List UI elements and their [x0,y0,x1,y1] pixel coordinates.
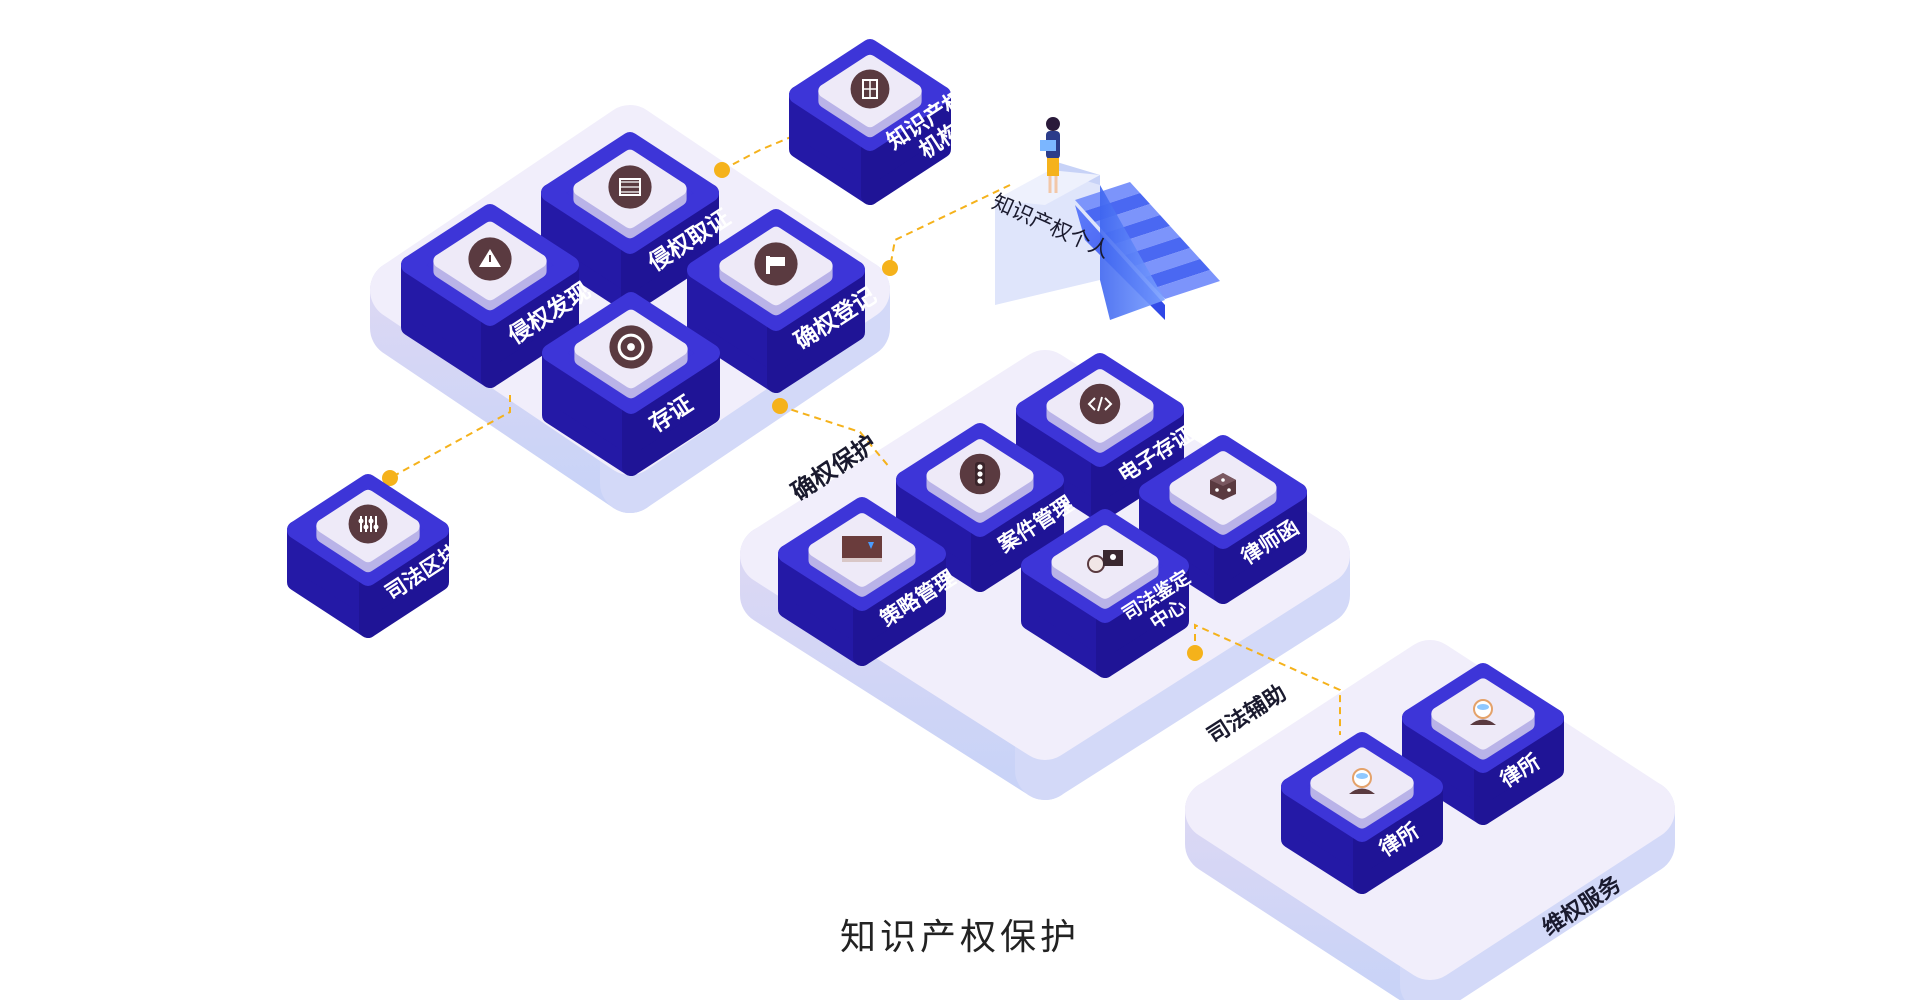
code-icon [1079,383,1121,425]
connector-weiquan-dot [1187,645,1203,661]
connector-person [889,184,1011,269]
book-arrow [868,542,874,549]
dice-pip [1221,478,1225,482]
block-lvsuo-1[interactable] [1281,732,1443,894]
id-card-photo [1110,554,1116,560]
target-icon [609,325,653,369]
lawyer-body [1349,788,1375,794]
traffic-light-lamp [977,464,983,470]
block-anjian-guanli[interactable] [896,423,1064,592]
lawyer-glasses [1477,704,1489,710]
person-figure [1040,117,1060,193]
equalizer-knob [358,518,364,524]
dice-pip [1215,488,1219,492]
block-qinquan-faxian[interactable] [401,204,579,388]
magnifier-lens [1087,555,1105,573]
person-skirt [1047,158,1059,176]
dice-icon [1210,473,1236,500]
block-celue-guanli[interactable] [778,497,946,666]
equalizer-knob [368,518,374,524]
block-cunzheng[interactable] [542,292,720,476]
block-zhishi-jigou[interactable] [789,39,951,205]
stair-box-front [995,175,1100,305]
code-slash [1097,396,1103,412]
film-icon [608,165,652,209]
stair-step [1155,270,1220,299]
lawyer-icon [1470,699,1496,725]
block-quequan-dengji[interactable] [687,209,865,393]
equalizer-knob [363,524,369,530]
stair-step [1135,248,1200,277]
lawyer-glasses [1356,773,1368,779]
block-sifa-qukuailian[interactable] [287,474,449,638]
flag-cloth [770,257,785,266]
flag-icon [754,242,798,286]
traffic-light-icon [959,453,1001,495]
code-bracket-left [1087,397,1096,411]
laptop-icon [1040,140,1056,151]
target-center [627,343,635,351]
person-head [1046,117,1060,131]
stair-step [1075,182,1140,211]
connector-jigou-dot [714,162,730,178]
equalizer-icon [348,504,388,544]
lawyer-body [1470,719,1496,725]
block-sifa-jianding[interactable] [1021,509,1189,678]
stair-landing [995,170,1100,205]
traffic-light-lamp [977,471,983,477]
target-ring [617,333,645,361]
book-icon [842,536,882,562]
lawyer-icon [1349,768,1375,794]
block-lvshihan[interactable] [1139,435,1307,604]
cabinet-icon [850,69,890,109]
block-qinquan-quzheng[interactable] [541,132,719,314]
connector-sifa [779,405,891,469]
equalizer-knob [373,524,379,530]
connector-qukuailian-dot [382,470,398,486]
traffic-light-lamp [977,478,983,484]
warning-icon [468,237,512,281]
connector-person-dot [882,260,898,276]
connector-qukuailian [389,395,511,479]
flag-pole [766,256,770,274]
book-cover [842,536,882,562]
code-bracket-right [1104,397,1113,411]
connector-weiquan [1194,623,1341,735]
id-card-icon [1087,550,1123,573]
page-title: 知识产权保护 [839,917,1080,958]
stair-step [1145,259,1210,288]
stair-side [1100,185,1165,320]
book-pages [842,558,882,562]
connector-sifa-dot [772,398,788,414]
dice-pip [1227,488,1231,492]
stairs-illustration [995,117,1220,320]
equalizer-icon-circle [348,504,388,544]
block-lvsuo-2[interactable] [1402,663,1564,825]
